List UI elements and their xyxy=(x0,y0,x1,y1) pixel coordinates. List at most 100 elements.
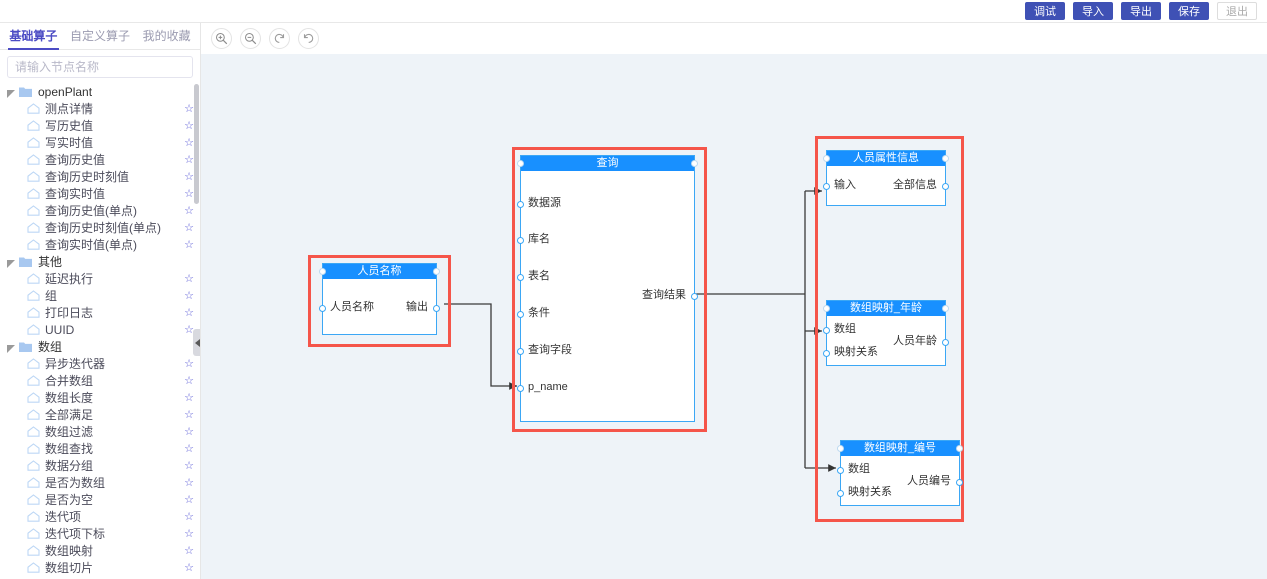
selection-box-query[interactable] xyxy=(512,147,707,432)
search-input[interactable] xyxy=(7,56,193,78)
node-handle-top-left[interactable] xyxy=(319,268,326,275)
output-port-all-info[interactable] xyxy=(942,183,949,190)
tree-item[interactable]: 是否为数组 ☆ xyxy=(0,474,200,491)
tree-item[interactable]: 合并数组 ☆ xyxy=(0,372,200,389)
node-query[interactable]: 查询 数据源 库名 表名 条件 查询字段 p_name 查询结果 xyxy=(517,155,698,422)
selection-box-person-name[interactable] xyxy=(308,255,451,347)
tree-item[interactable]: 迭代项下标 ☆ xyxy=(0,525,200,542)
input-port-condition[interactable] xyxy=(517,311,524,318)
node-handle-top-right[interactable] xyxy=(433,268,440,275)
tree-item[interactable]: 数组映射 ☆ xyxy=(0,542,200,559)
input-port-array[interactable] xyxy=(837,467,844,474)
node-handle-top-right[interactable] xyxy=(691,160,698,167)
tree-item[interactable]: 异步迭代器 ☆ xyxy=(0,355,200,372)
tree-item[interactable]: 查询历史值(单点) ☆ xyxy=(0,202,200,219)
favorite-star-icon[interactable]: ☆ xyxy=(184,375,194,387)
favorite-star-icon[interactable]: ☆ xyxy=(184,494,194,506)
tree-item[interactable]: 查询实时值 ☆ xyxy=(0,185,200,202)
favorite-star-icon[interactable]: ☆ xyxy=(184,290,194,302)
favorite-star-icon[interactable]: ☆ xyxy=(184,443,194,455)
output-port-person-age[interactable] xyxy=(942,339,949,346)
favorite-star-icon[interactable]: ☆ xyxy=(184,120,194,132)
tree-item[interactable]: 写历史值 ☆ xyxy=(0,117,200,134)
tree-item[interactable]: UUID ☆ xyxy=(0,321,200,338)
operator-tree[interactable]: openPlant 测点详情 ☆ 写历史值 ☆ 写实时值 ☆ 查询历史值 ☆ 查… xyxy=(0,83,200,579)
tree-item[interactable]: 查询历史值 ☆ xyxy=(0,151,200,168)
tree-item[interactable]: 查询历史时刻值(单点) ☆ xyxy=(0,219,200,236)
tree-item[interactable]: 数组切片 ☆ xyxy=(0,559,200,576)
input-port-mapping[interactable] xyxy=(837,490,844,497)
input-port-input[interactable] xyxy=(823,183,830,190)
caret-down-icon[interactable] xyxy=(6,257,16,268)
favorite-star-icon[interactable]: ☆ xyxy=(184,358,194,370)
favorite-star-icon[interactable]: ☆ xyxy=(184,188,194,200)
tab-basic-operators[interactable]: 基础算子 xyxy=(0,23,67,50)
favorite-star-icon[interactable]: ☆ xyxy=(184,222,194,234)
favorite-star-icon[interactable]: ☆ xyxy=(184,409,194,421)
tree-item[interactable]: 是否为空 ☆ xyxy=(0,491,200,508)
tree-folder-openplant[interactable]: openPlant xyxy=(0,83,200,100)
favorite-star-icon[interactable]: ☆ xyxy=(184,137,194,149)
selection-box-right-group[interactable] xyxy=(815,136,964,522)
favorite-star-icon[interactable]: ☆ xyxy=(184,545,194,557)
favorite-star-icon[interactable]: ☆ xyxy=(184,511,194,523)
favorite-star-icon[interactable]: ☆ xyxy=(184,528,194,540)
favorite-star-icon[interactable]: ☆ xyxy=(184,239,194,251)
caret-down-icon[interactable] xyxy=(6,87,16,98)
node-handle-top-left[interactable] xyxy=(517,160,524,167)
node-handle-top-right[interactable] xyxy=(942,305,949,312)
node-handle-top-left[interactable] xyxy=(823,305,830,312)
edge-personname-to-query[interactable] xyxy=(444,303,517,390)
node-title[interactable]: 数组映射_编号 xyxy=(841,441,959,456)
favorite-star-icon[interactable]: ☆ xyxy=(184,205,194,217)
input-port-person-name[interactable] xyxy=(319,305,326,312)
exit-button[interactable]: 退出 xyxy=(1217,2,1257,20)
tab-my-favorites[interactable]: 我的收藏 xyxy=(142,29,191,43)
node-title[interactable]: 查询 xyxy=(521,156,694,171)
sidebar-collapse-handle[interactable] xyxy=(193,329,200,356)
output-port-person-number[interactable] xyxy=(956,479,963,486)
tree-item[interactable]: 数组过滤 ☆ xyxy=(0,423,200,440)
debug-button[interactable]: 调试 xyxy=(1025,2,1065,20)
save-button[interactable]: 保存 xyxy=(1169,2,1209,20)
favorite-star-icon[interactable]: ☆ xyxy=(184,392,194,404)
flow-canvas[interactable]: 人员名称 人员名称 输出 查询 数据源 库名 表名 条件 查询字段 p_na xyxy=(201,54,1267,579)
input-port-datasource[interactable] xyxy=(517,201,524,208)
node-handle-top-left[interactable] xyxy=(823,155,830,162)
tree-item[interactable]: 查询历史时刻值 ☆ xyxy=(0,168,200,185)
tree-item[interactable]: 迭代项 ☆ xyxy=(0,508,200,525)
tree-item[interactable]: 延迟执行 ☆ xyxy=(0,270,200,287)
node-title[interactable]: 数组映射_年龄 xyxy=(827,301,945,316)
input-port-queryfield[interactable] xyxy=(517,348,524,355)
node-array-map-number[interactable]: 数组映射_编号 数组 映射关系 人员编号 xyxy=(837,440,963,506)
tree-folder-other[interactable]: 其他 xyxy=(0,253,200,270)
sidebar-scrollbar[interactable] xyxy=(194,84,199,204)
favorite-star-icon[interactable]: ☆ xyxy=(184,460,194,472)
tree-item[interactable]: 组 ☆ xyxy=(0,287,200,304)
tree-item[interactable]: 数组查找 ☆ xyxy=(0,440,200,457)
node-person-name[interactable]: 人员名称 人员名称 输出 xyxy=(319,263,440,335)
input-port-mapping[interactable] xyxy=(823,350,830,357)
tree-item[interactable]: 查询实时值(单点) ☆ xyxy=(0,236,200,253)
tree-item[interactable]: 打印日志 ☆ xyxy=(0,304,200,321)
import-button[interactable]: 导入 xyxy=(1073,2,1113,20)
zoom-in-icon[interactable] xyxy=(211,28,232,49)
node-array-map-age[interactable]: 数组映射_年龄 数组 映射关系 人员年龄 xyxy=(823,300,949,366)
tree-folder-array[interactable]: 数组 xyxy=(0,338,200,355)
tab-custom-operators[interactable]: 自定义算子 xyxy=(70,29,131,43)
favorite-star-icon[interactable]: ☆ xyxy=(184,426,194,438)
favorite-star-icon[interactable]: ☆ xyxy=(184,154,194,166)
output-port-queryresult[interactable] xyxy=(691,293,698,300)
tree-item[interactable]: 数组长度 ☆ xyxy=(0,389,200,406)
node-title[interactable]: 人员属性信息 xyxy=(827,151,945,166)
export-button[interactable]: 导出 xyxy=(1121,2,1161,20)
node-handle-top-right[interactable] xyxy=(956,445,963,452)
redo-icon[interactable] xyxy=(269,28,290,49)
zoom-out-icon[interactable] xyxy=(240,28,261,49)
favorite-star-icon[interactable]: ☆ xyxy=(184,324,194,336)
favorite-star-icon[interactable]: ☆ xyxy=(184,562,194,574)
input-port-dbname[interactable] xyxy=(517,237,524,244)
tree-item[interactable]: 全部满足 ☆ xyxy=(0,406,200,423)
favorite-star-icon[interactable]: ☆ xyxy=(184,273,194,285)
input-port-tablename[interactable] xyxy=(517,274,524,281)
